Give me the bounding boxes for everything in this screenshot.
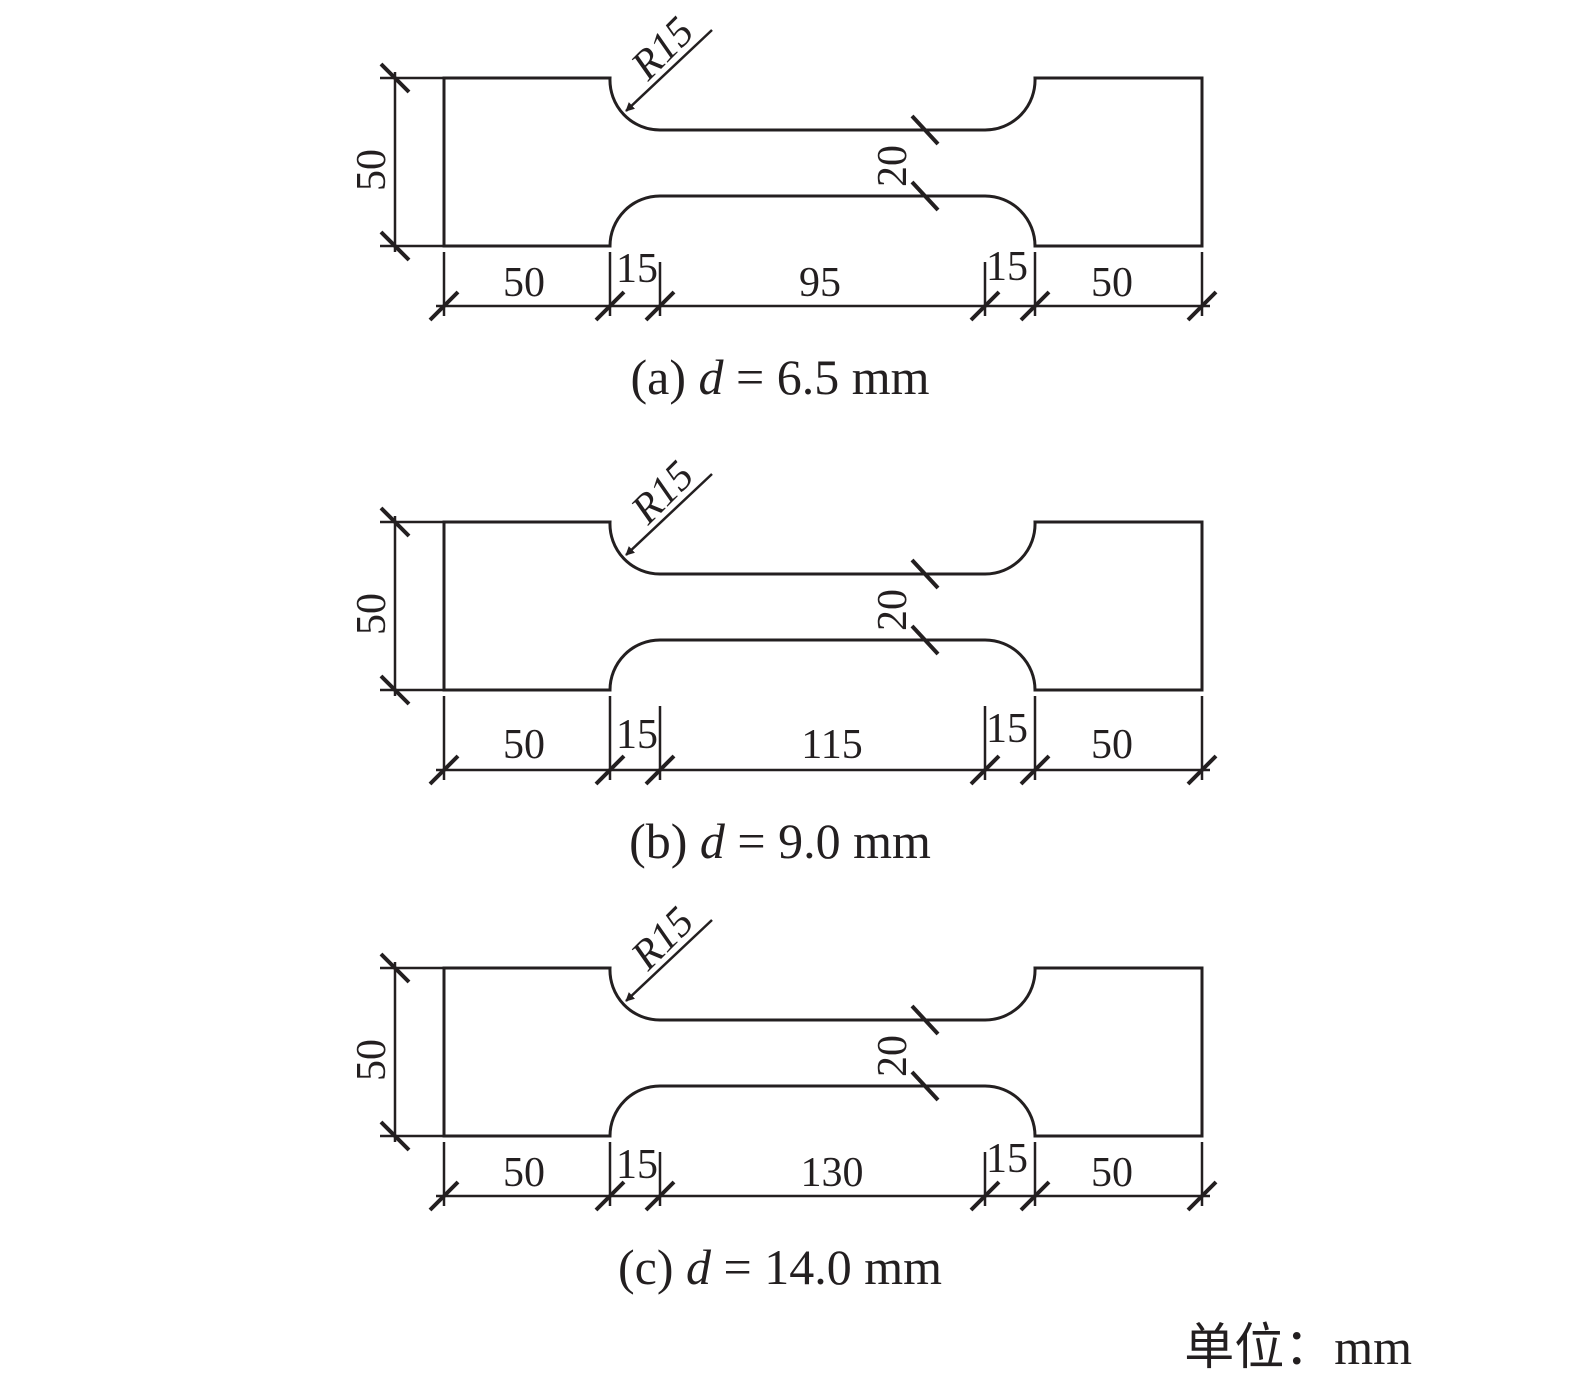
radius-label: R15 [622,453,703,534]
specimen-a: 50 20 R15 50 15 95 15 50 (a) d = 6.5 mm [349,9,1218,405]
height-label: 50 [349,593,395,635]
specimen-outline [442,520,1204,692]
dim-label-fillet-left: 15 [616,1142,658,1188]
figure-caption: (c) d = 14.0 mm [618,1239,942,1295]
dim-label-gauge: 115 [801,722,862,768]
radius-leader-arrow [625,473,713,556]
neck-label: 20 [870,1035,916,1077]
neck-label: 20 [870,589,916,631]
dim-label-grip-left: 50 [503,1150,545,1196]
dim-label-grip-right: 50 [1091,722,1133,768]
dim-label-fillet-right: 15 [986,244,1028,290]
specimen-outline [442,76,1204,248]
specimen-outline [442,966,1204,1138]
specimen-c: 50 20 R15 50 15 130 15 50 (c) d = 14.0 m… [349,899,1218,1295]
dim-label-gauge: 95 [799,260,841,306]
radius-label: R15 [622,899,703,980]
height-label: 50 [349,149,395,191]
figure-caption: (a) d = 6.5 mm [631,349,930,405]
dim-label-grip-right: 50 [1091,260,1133,306]
neck-tick [910,1004,940,1036]
unit-note: 单位：mm [1184,1319,1412,1375]
specimen-b: 50 20 R15 50 15 115 15 50 (b) d = 9.0 mm [349,453,1218,869]
dim-label-gauge: 130 [801,1150,864,1196]
neck-tick [910,558,940,590]
radius-leader-arrow [625,29,713,112]
dim-label-fillet-right: 15 [986,1136,1028,1182]
height-label: 50 [349,1039,395,1081]
neck-label: 20 [870,145,916,187]
dim-label-fillet-left: 15 [616,246,658,292]
neck-tick [910,114,940,146]
dim-label-grip-left: 50 [503,260,545,306]
radius-leader-arrow [625,919,713,1002]
dim-label-fillet-right: 15 [986,706,1028,752]
figure-caption: (b) d = 9.0 mm [629,813,931,869]
radius-label: R15 [622,9,703,90]
dim-label-grip-right: 50 [1091,1150,1133,1196]
dim-label-grip-left: 50 [503,722,545,768]
dim-label-fillet-left: 15 [616,712,658,758]
